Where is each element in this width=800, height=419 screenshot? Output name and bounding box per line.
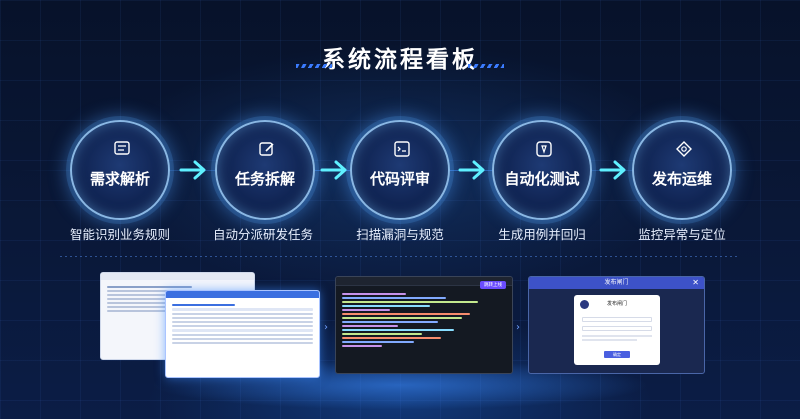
step-description: 扫描漏洞与规范: [356, 227, 444, 242]
page-title: 系统流程看板: [322, 47, 478, 73]
chevron-right-icon: ›: [324, 322, 328, 333]
title-decoration-right: [468, 64, 504, 68]
edit-icon: [259, 142, 274, 156]
step-node-code-review[interactable]: 代码评审: [350, 120, 450, 220]
step-description: 自动分派研发任务: [212, 227, 313, 242]
step-label: 需求解析: [89, 170, 150, 188]
title-decoration-left: [296, 64, 332, 68]
step-node-release-ops[interactable]: 发布运维: [632, 120, 732, 220]
step-node-requirements[interactable]: 需求解析: [70, 120, 170, 220]
editor-action-button[interactable]: 跳转上线: [480, 281, 506, 289]
step-description: 智能识别业务规则: [69, 227, 170, 242]
code-editor-screenshot: 跳转上线: [335, 276, 513, 374]
chevron-right-icon: [599, 160, 626, 180]
step-node-task-split[interactable]: 任务拆解: [215, 120, 315, 220]
document-icon: [114, 141, 130, 155]
test-icon: [536, 141, 552, 157]
chevron-right-icon: [320, 160, 347, 180]
step-label: 自动化测试: [504, 170, 580, 188]
step-label: 发布运维: [651, 170, 712, 188]
chevron-right-icon: [179, 160, 206, 180]
release-screenshot: 发布闸门 ✕ 发布闸门 确定: [528, 276, 705, 374]
chevron-right-icon: ›: [516, 322, 520, 333]
close-icon[interactable]: ✕: [692, 278, 699, 287]
release-field[interactable]: [582, 326, 652, 331]
release-field[interactable]: [582, 317, 652, 322]
code-review-icon: [394, 141, 410, 157]
release-dialog: 发布闸门 确定: [574, 295, 660, 365]
step-label: 代码评审: [369, 170, 430, 188]
step-description: 生成用例并回归: [498, 227, 586, 242]
step-node-auto-test[interactable]: 自动化测试: [492, 120, 592, 220]
release-header: 发布闸门: [529, 277, 704, 289]
task-table-screenshot: [165, 290, 320, 378]
section-divider: [60, 256, 740, 257]
release-dialog-title: 发布闸门: [606, 301, 627, 307]
step-label: 任务拆解: [234, 170, 295, 188]
logo-icon: [580, 300, 589, 309]
deploy-icon: [676, 141, 692, 157]
confirm-button[interactable]: 确定: [604, 351, 630, 358]
step-description: 监控异常与定位: [638, 227, 726, 242]
chevron-right-icon: [458, 160, 485, 180]
